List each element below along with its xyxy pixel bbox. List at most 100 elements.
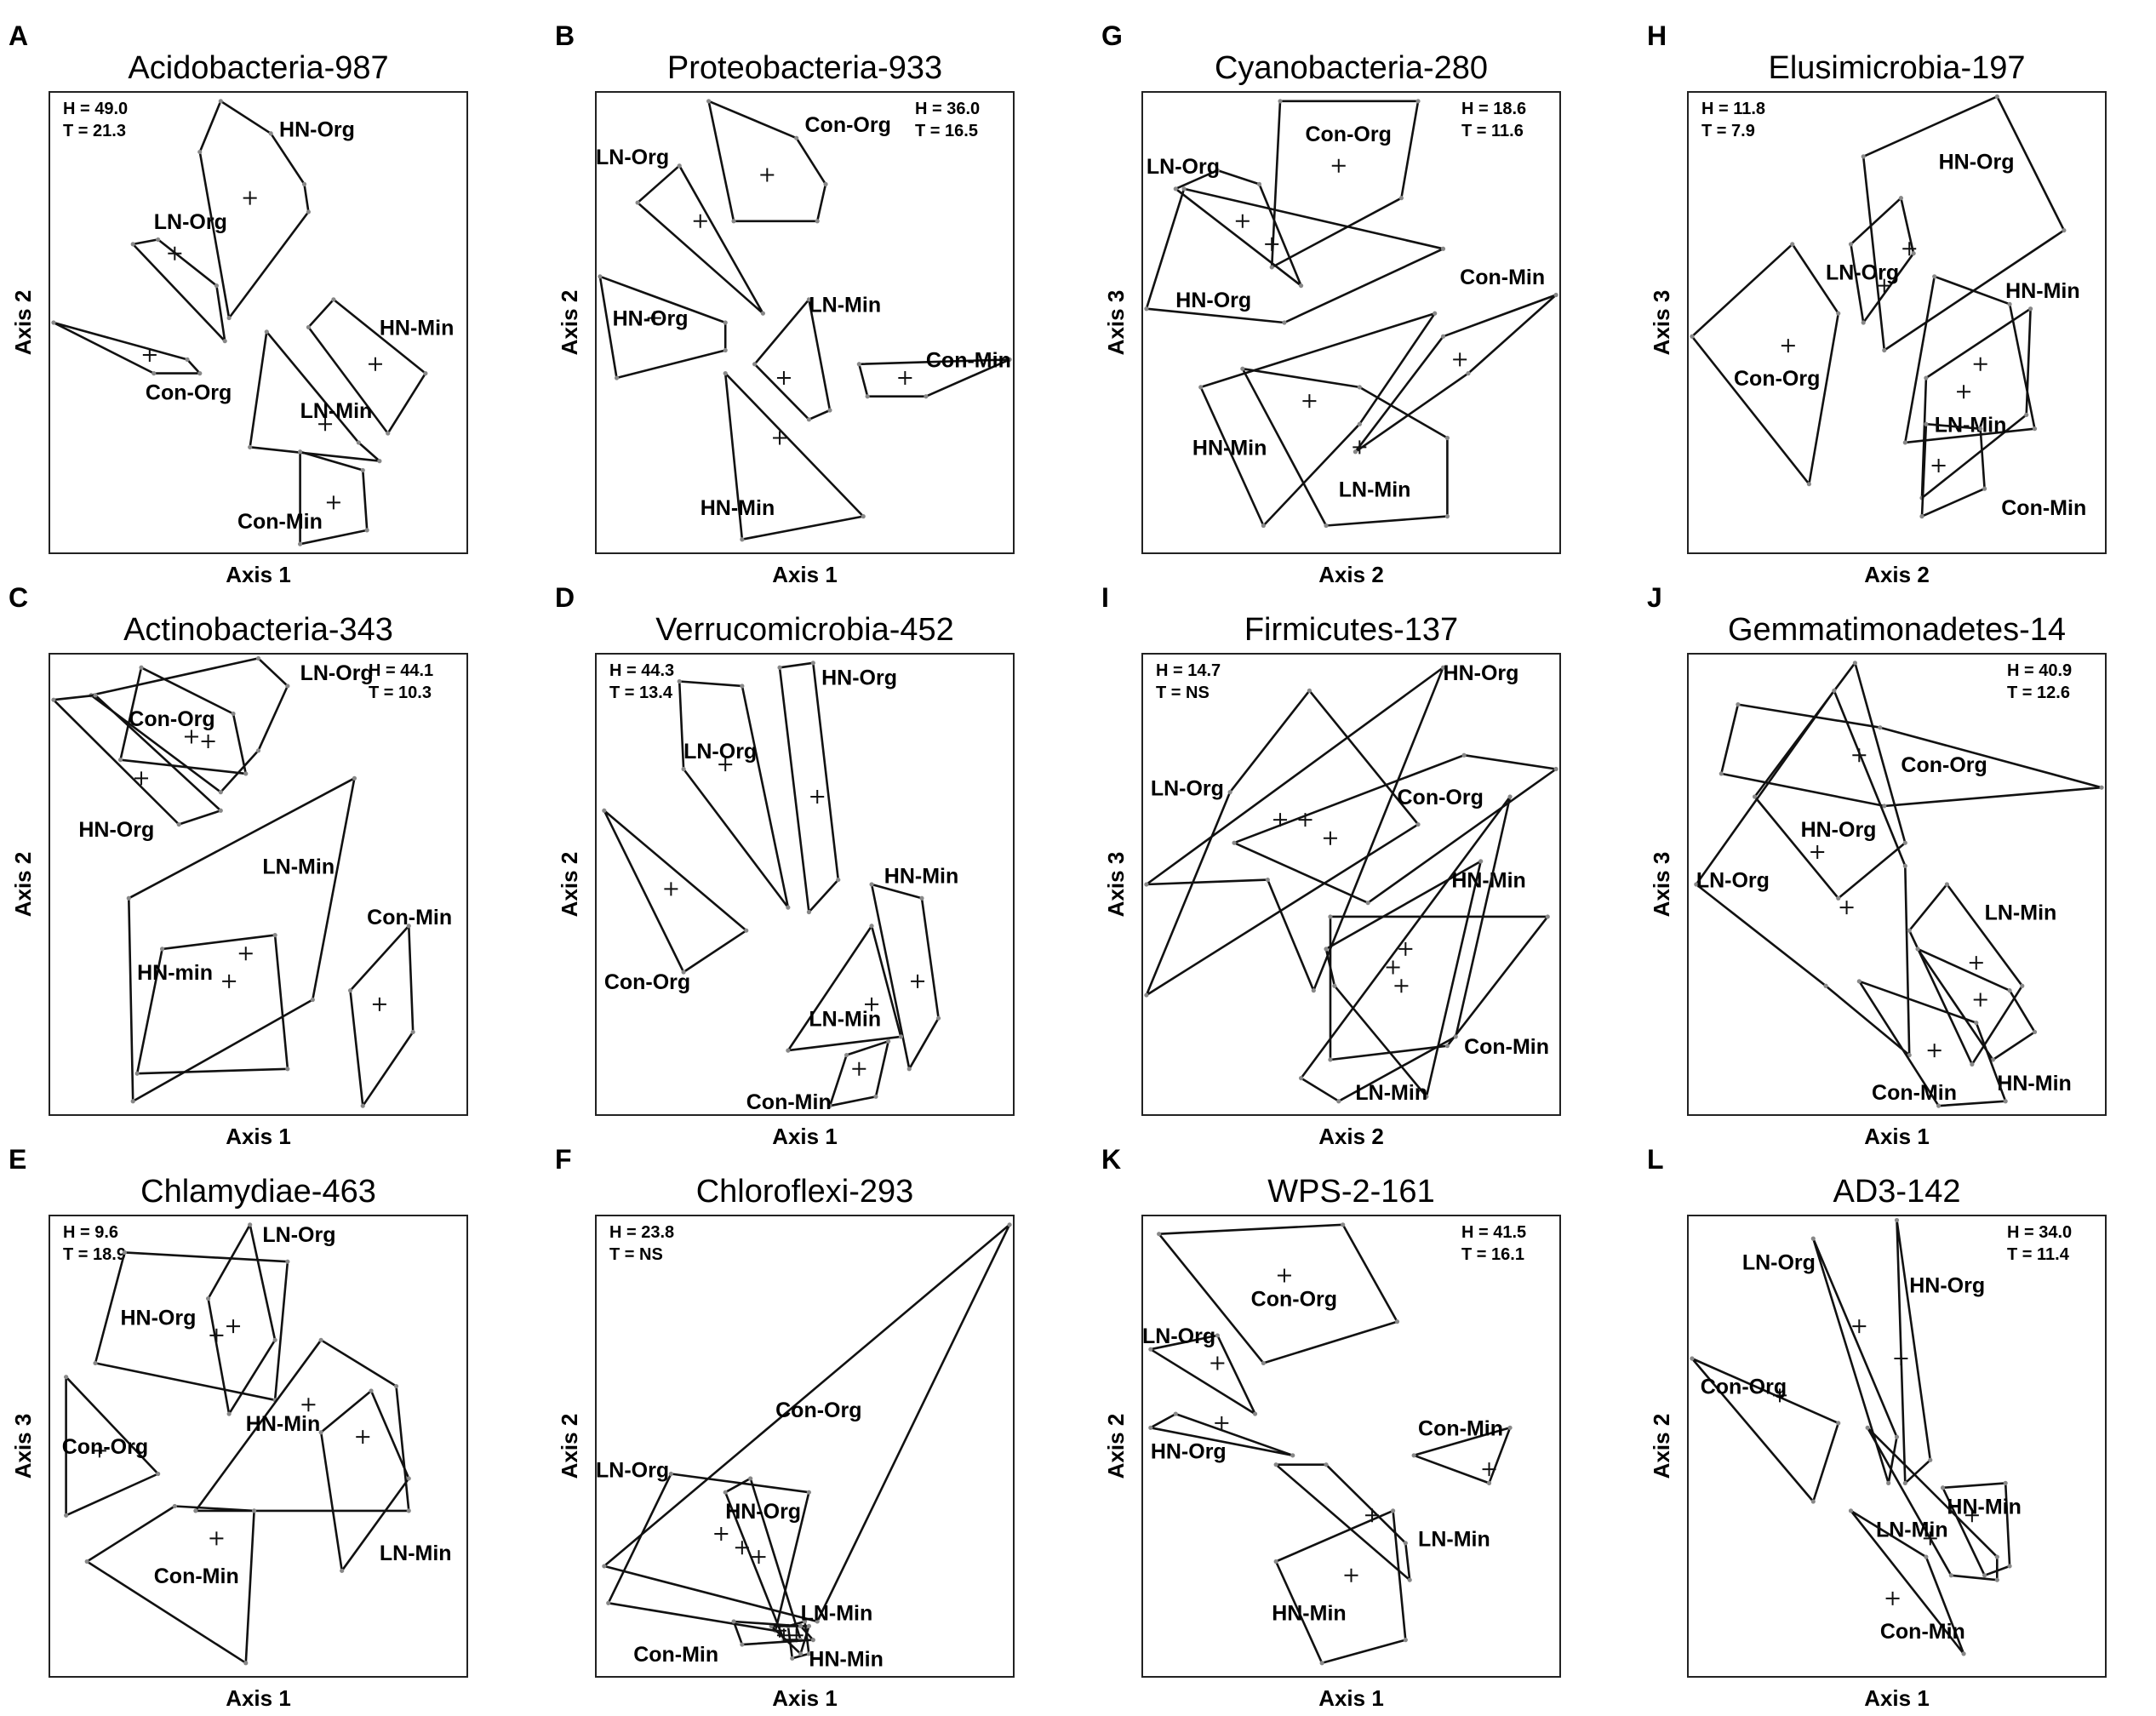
group-label-ln-org: LN-Org [596,1458,669,1482]
hull-vertex-con-org [815,219,820,224]
x-axis-label: Axis 1 [1318,1685,1384,1711]
panel-title: Verrucomicrobia-452 [655,612,954,648]
hull-ln-min [1274,1463,1411,1582]
hull-vertex-con-org [139,665,144,670]
plot-frame [1141,1215,1561,1678]
h-statistic: H = 14.7 [1156,661,1221,680]
hull-vertex-con-org [243,771,249,776]
hull-vertex-hn-min [798,1651,803,1656]
hull-vertex-ln-org [1848,242,1854,247]
hull-vertex-con-min [1007,357,1012,362]
hull-vertex-hn-org [598,274,603,279]
hull-vertex-con-min [731,1619,736,1624]
hull-vertex-ln-org [668,1471,673,1477]
hull-vertex-hn-min [2003,1480,2008,1485]
y-axis-label: Axis 3 [1103,290,1129,356]
hull-vertex-con-min [347,988,353,993]
t-statistic: T = NS [609,1245,663,1264]
hull-vertex-hn-org [1894,1217,1900,1223]
hull-hn-min [1324,860,1482,1098]
hull-hn-org [778,661,840,913]
hull-vertex-hn-min [936,1015,941,1021]
hull-vertex-con-min [1328,914,1333,919]
hull-vertex-ln-min [1924,375,1929,380]
hull-vertex-hn-min [1324,947,1329,952]
hull-vertex-ln-min [1507,794,1513,799]
hull-vertex-con-min [298,541,303,546]
hull-vertex-con-org [1719,771,1724,776]
hull-vertex-con-min [1974,1021,1979,1026]
group-label-hn-org: HN-Org [1909,1273,1985,1297]
plot-frame [49,653,468,1116]
hull-vertex-ln-org [1307,688,1312,693]
hull-vertex-hn-min [193,1508,198,1513]
hull-vertex-con-min [1328,1057,1333,1062]
centroid-con-org [1331,158,1346,173]
centroid-hn-min [1964,1508,1979,1523]
centroid-hn-org [1902,242,1917,256]
centroid-ln-org [1877,278,1891,293]
group-label-ln-org: LN-Org [1742,1250,1816,1274]
centroid-ln-min [318,417,333,432]
centroid-ln-min [789,1628,803,1643]
hull-vertex-ln-min [1907,928,1912,933]
group-label-con-min: Con-Min [237,510,323,534]
hull-con-min [1354,294,1558,454]
hull-vertex-con-org [794,135,799,140]
group-label-ln-min: LN-Min [262,855,335,878]
hull-ln-org [607,1473,810,1633]
hull-vertex-hn-min [919,895,924,901]
hull-vertex-ln-min [1357,385,1362,390]
y-axis-label: Axis 2 [10,852,36,918]
hull-vertex-hn-org [1882,347,1887,353]
hull-vertex-con-min [810,1638,815,1643]
group-label-ln-min: LN-Min [809,293,881,317]
hull-vertex-con-min [243,1661,249,1666]
y-axis-label: Axis 3 [1649,290,1674,356]
hull-vertex-ln-min [1944,882,1950,887]
hull-vertex-ln-org [1810,1236,1816,1241]
centroid-ln-min [1923,1531,1937,1546]
plot-frame [1141,91,1561,554]
panel-title: Chlamydiae-463 [140,1174,376,1210]
plot-frame [1141,653,1561,1116]
h-statistic: H = 41.5 [1461,1223,1526,1242]
x-axis-label: Axis 1 [226,1124,291,1149]
hull-vertex-con-org [1690,334,1695,339]
hull-vertex-hn-min [1433,311,1438,316]
panel-title: AD3-142 [1833,1174,1961,1210]
centroid-hn-org [647,311,661,325]
centroid-hn-org [1215,1416,1229,1430]
hull-vertex-ln-org [248,1222,253,1227]
hull-vertex-ln-min [1948,1573,1953,1578]
centroid-con-org [1277,1268,1291,1283]
group-label-hn-min: HN-Min [701,496,775,520]
hull-vertex-con-org [152,371,157,376]
hull-vertex-con-min [844,1052,849,1058]
hull-vertex-hn-org [1902,840,1907,845]
hull-vertex-con-min [410,1029,415,1035]
hull-con-org [707,100,827,223]
y-axis-label: Axis 3 [10,1414,36,1479]
centroid-con-org [760,168,775,182]
hull-vertex-hn-org [1265,877,1270,883]
hull-vertex-ln-org [222,339,227,344]
panel-title: WPS-2-161 [1267,1174,1434,1210]
centroid-con-min [1394,979,1409,993]
group-label-con-org: Con-Org [1901,753,1987,777]
hull-vertex-ln-org [1832,688,1837,693]
group-label-con-org: Con-Org [1398,786,1484,809]
hull-vertex-hn-min [2032,426,2038,432]
x-axis-label: Axis 2 [1318,562,1384,587]
hull-vertex-ln-min [1407,1577,1412,1582]
h-statistic: H = 18.6 [1461,100,1526,118]
hull-vertex-hn-min [1990,1057,1996,1062]
group-label-ln-org: LN-Org [1826,261,1899,285]
hull-vertex-hn-org [285,1259,290,1264]
hull-vertex-hn-min [1478,859,1484,864]
group-label-con-min: Con-Min [1880,1620,1965,1644]
group-label-hn-org: HN-Org [1444,661,1519,685]
